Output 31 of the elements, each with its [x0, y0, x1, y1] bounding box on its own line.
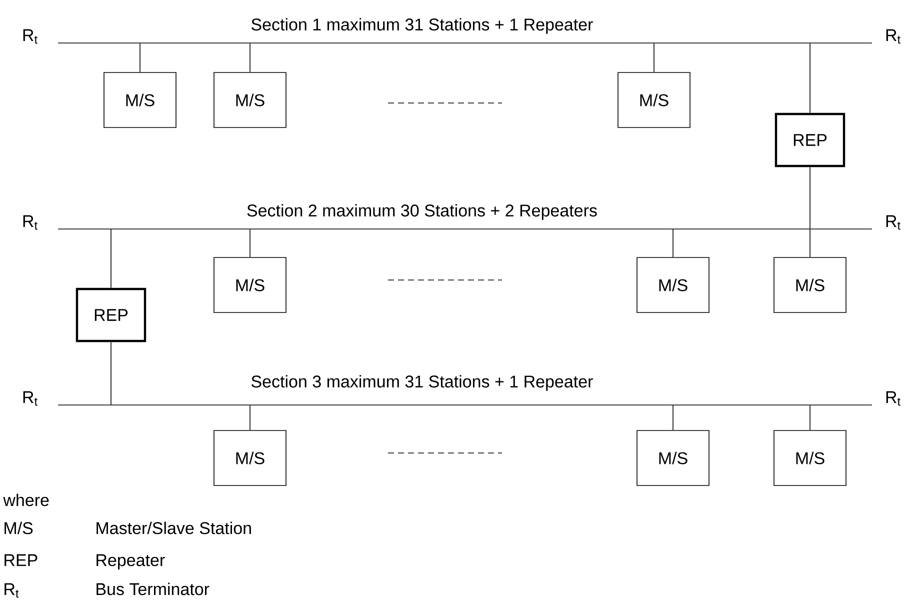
connector-line	[110, 342, 112, 405]
abbreviation: R$_{t}$	[4, 583, 19, 598]
terminator-label: R$_{t}$	[886, 29, 900, 44]
terminator-label: R$_{t}$	[23, 391, 38, 406]
terminator-label: R$_{t}$	[23, 215, 38, 230]
connector-line	[110, 229, 112, 288]
key-text: where	[3, 494, 49, 506]
repeater-box: REP	[774, 112, 846, 168]
section-label: Section 1 maximum 31 Stations + 1 Repeater	[252, 18, 593, 34]
terminator-label: R$_{t}$	[886, 215, 900, 230]
station-box: M/S	[774, 257, 846, 313]
repeater-box: REP	[76, 288, 146, 342]
station-box: M/S	[214, 430, 286, 486]
station-box: M/S	[618, 72, 690, 128]
definition: Repeater	[96, 554, 165, 570]
station-box: M/S	[774, 430, 846, 486]
section-label: Section 3 maximum 31 Stations + 1 Repeater	[252, 375, 593, 391]
station-box: M/S	[104, 72, 176, 128]
abbreviation: REP	[4, 554, 38, 566]
connector-line	[672, 405, 674, 430]
terminator-label: R$_{t}$	[886, 391, 900, 406]
station-box: M/S	[214, 257, 286, 313]
station-box: M/S	[636, 257, 710, 313]
definition: Master/Slave Station	[96, 522, 251, 534]
station-box: M/S	[636, 430, 710, 486]
terminator-label: R$_{t}$	[23, 29, 38, 44]
abbreviation: M/S	[4, 522, 33, 534]
section-label: Section 2 maximum 30 Stations + 2 Repeaters	[247, 204, 597, 220]
connector-line	[672, 229, 674, 258]
station-box: M/S	[214, 72, 286, 128]
definition: Bus Terminator	[96, 582, 210, 596]
